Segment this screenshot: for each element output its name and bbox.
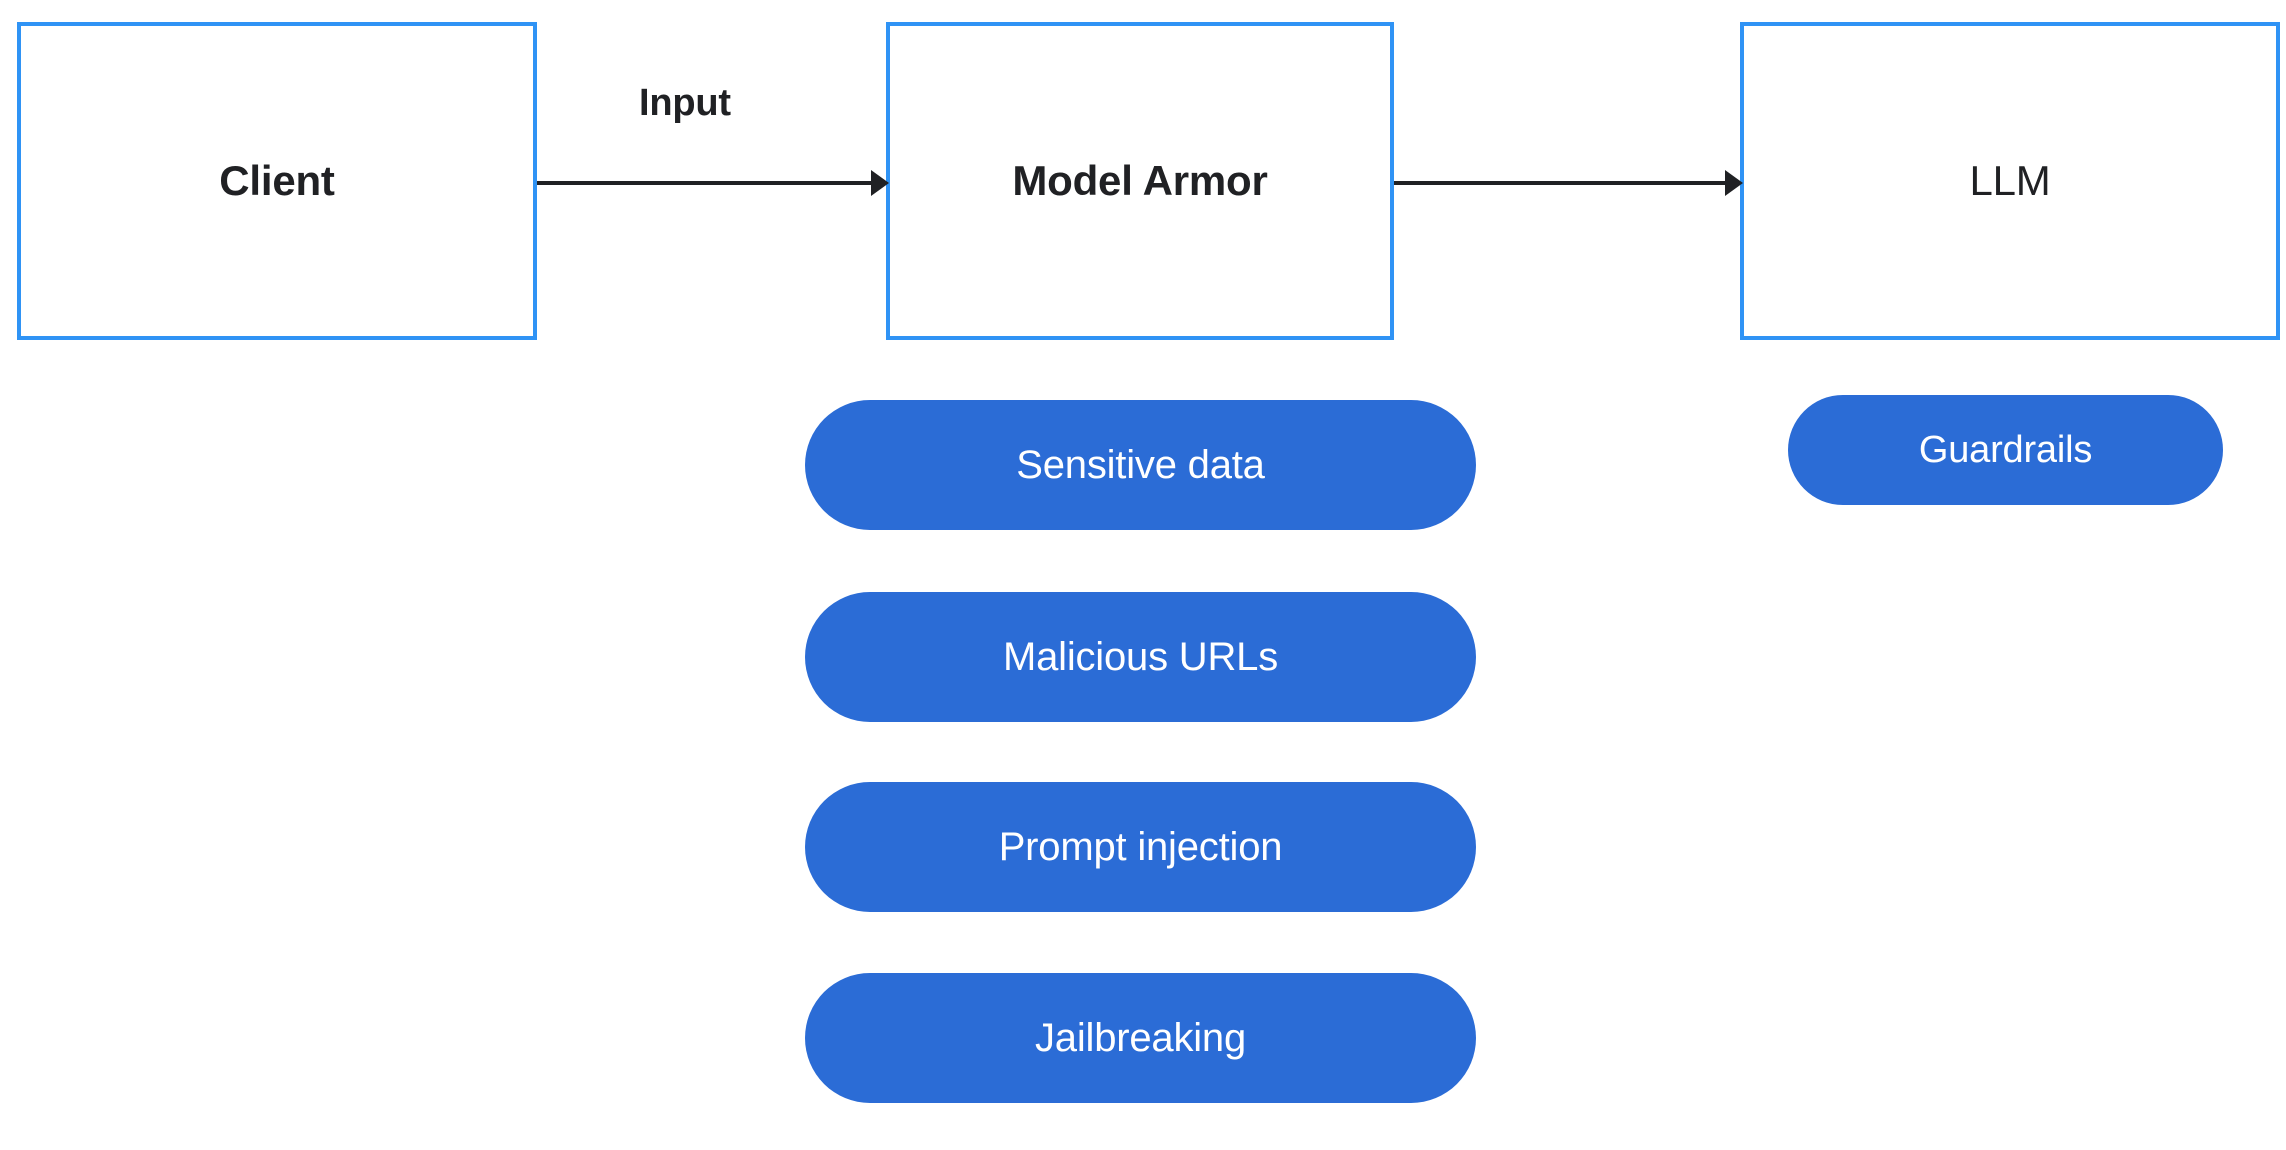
pill-malicious-urls[interactable]: Malicious URLs (805, 592, 1476, 722)
pill-jailbreaking-label: Jailbreaking (1034, 1016, 1247, 1060)
node-llm[interactable]: LLM (1740, 22, 2280, 340)
pill-malicious-urls-label: Malicious URLs (1002, 635, 1279, 679)
pill-sensitive-data[interactable]: Sensitive data (805, 400, 1476, 530)
node-llm-label: LLM (1969, 157, 2051, 204)
arrow-model-armor-to-llm (1394, 163, 1743, 203)
pill-sensitive-data-label: Sensitive data (1016, 443, 1265, 487)
edge-label-input: Input (639, 82, 731, 124)
node-model-armor[interactable]: Model Armor (886, 22, 1394, 340)
pill-prompt-injection[interactable]: Prompt injection (805, 782, 1476, 912)
node-client[interactable]: Client (17, 22, 537, 340)
node-client-label: Client (219, 157, 335, 204)
arrow-client-to-model-armor (537, 163, 889, 203)
node-model-armor-label: Model Armor (1012, 157, 1268, 204)
pill-guardrails[interactable]: Guardrails (1788, 395, 2223, 505)
pill-prompt-injection-label: Prompt injection (998, 825, 1283, 869)
pill-guardrails-label: Guardrails (1918, 429, 2093, 471)
pill-jailbreaking[interactable]: Jailbreaking (805, 973, 1476, 1103)
